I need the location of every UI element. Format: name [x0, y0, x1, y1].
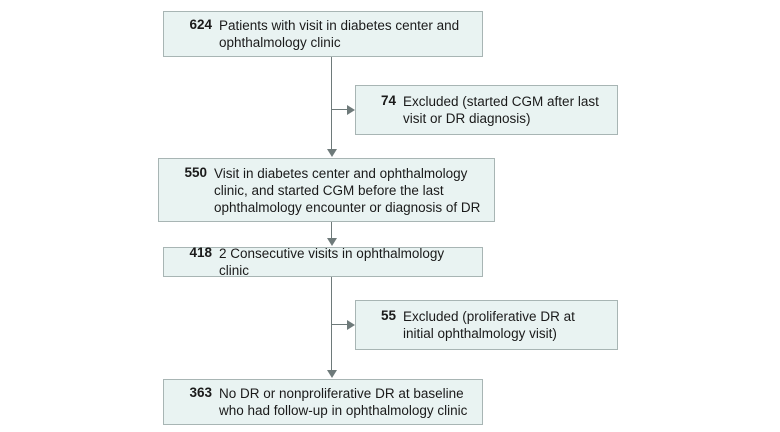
- flow-node-enrolled-content: 624 Patients with visit in diabetes cent…: [164, 17, 482, 51]
- flow-node-excluded-pdr-content: 55 Excluded (proliferative DR at initial…: [356, 308, 617, 342]
- connector-enrolled-to-visitcgm-line: [331, 57, 332, 150]
- flow-node-baseline: 363 No DR or nonproliferative DR at base…: [163, 379, 483, 425]
- flow-node-enrolled-label: Patients with visit in diabetes center a…: [219, 18, 460, 50]
- connector-consecutive-to-baseline-arrowhead: [327, 370, 337, 378]
- flow-node-baseline-content: 363 No DR or nonproliferative DR at base…: [164, 385, 482, 419]
- flow-node-consecutive: 418 2 Consecutive visits in ophthalmolog…: [163, 245, 483, 279]
- flow-node-baseline-label: No DR or nonproliferative DR at baseline…: [219, 386, 468, 418]
- flow-node-excluded-cgm: 74 Excluded (started CGM after last visi…: [355, 85, 618, 135]
- flow-node-excluded-cgm-content: 74 Excluded (started CGM after last visi…: [356, 93, 617, 127]
- flow-node-excluded-pdr: 55 Excluded (proliferative DR at initial…: [355, 300, 618, 350]
- flow-node-visit-cgm-label: Visit in diabetes center and ophthalmolo…: [214, 165, 481, 215]
- flow-node-excluded-cgm-count: 74: [380, 93, 396, 108]
- connector-enrolled-to-visitcgm-arrowhead: [327, 149, 337, 157]
- connector-enrolled-to-excludedcgm-line: [331, 109, 348, 110]
- connector-consecutive-to-excludedpdr-arrowhead: [347, 320, 355, 330]
- connector-enrolled-to-excludedcgm-arrowhead: [347, 105, 355, 115]
- flow-node-excluded-pdr-count: 55: [380, 308, 396, 323]
- flow-node-visit-cgm: 550 Visit in diabetes center and ophthal…: [158, 158, 495, 222]
- connector-visitcgm-to-consecutive-arrowhead: [327, 238, 337, 246]
- flow-node-consecutive-label: 2 Consecutive visits in ophthalmology cl…: [219, 246, 445, 278]
- flow-node-visit-cgm-content: 550 Visit in diabetes center and ophthal…: [159, 165, 494, 216]
- flow-node-enrolled-count: 624: [189, 17, 212, 32]
- flow-node-visit-cgm-count: 550: [184, 164, 207, 180]
- flow-node-baseline-count: 363: [189, 385, 212, 400]
- flow-node-consecutive-count: 418: [189, 245, 212, 260]
- flow-node-excluded-pdr-label: Excluded (proliferative DR at initial op…: [403, 309, 575, 341]
- flow-node-excluded-cgm-label: Excluded (started CGM after last visit o…: [403, 94, 599, 126]
- connector-visitcgm-to-consecutive-line: [331, 222, 332, 239]
- flow-node-consecutive-content: 418 2 Consecutive visits in ophthalmolog…: [164, 245, 482, 279]
- flow-node-enrolled: 624 Patients with visit in diabetes cent…: [163, 11, 483, 57]
- connector-consecutive-to-excludedpdr-line: [331, 324, 348, 325]
